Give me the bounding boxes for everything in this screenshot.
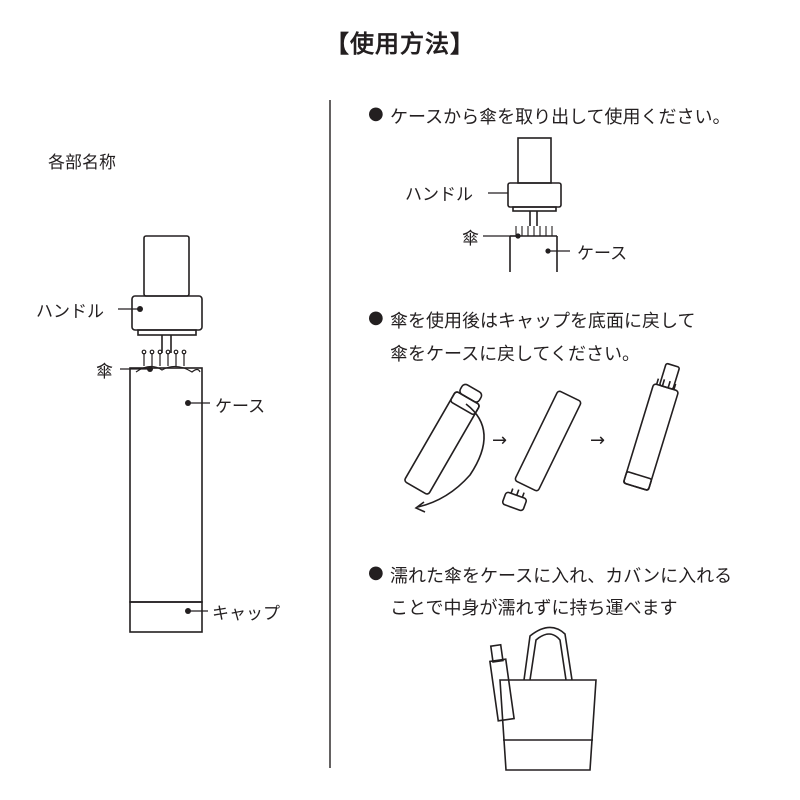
step1-case-label: ケース: [577, 244, 628, 264]
step1-handle-knob: [517, 137, 552, 184]
step1-text: ケースから傘を取り出して使用ください。: [390, 107, 731, 128]
step2-rotate-arrow: [417, 403, 485, 508]
leader-dots: [137, 306, 191, 614]
step1-case-body: [509, 235, 558, 272]
step2-text-line2: 傘をケースに戻してください。: [390, 344, 641, 365]
step1-illustration: [483, 137, 570, 272]
step1-bullet: ●: [368, 103, 384, 124]
step2-bullet: ●: [368, 307, 384, 328]
step2-arrow-1: →: [492, 430, 508, 451]
step2-illustration-1: [404, 383, 483, 495]
step1-umbrella-label: 傘: [462, 229, 479, 249]
parts-heading: 各部名称: [48, 153, 116, 173]
umbrella-tips: [135, 349, 201, 373]
step3-text-line1: 濡れた傘をケースに入れ、カバンに入れる: [390, 566, 733, 587]
bag-body: [499, 679, 597, 771]
step3-tote-bag: [488, 626, 597, 771]
step2-cap: [501, 488, 528, 512]
umbrella-label: 傘: [96, 362, 113, 382]
handle-collar-ring: [137, 329, 197, 336]
step3-bullet: ●: [368, 562, 384, 583]
step3-text-line2: ことで中身が濡れずに持ち運べます: [390, 598, 678, 619]
step2-arrow-2: →: [590, 430, 606, 451]
step2-illustration-3: [623, 362, 680, 491]
page-title: 【使用方法】: [325, 30, 475, 58]
cap: [129, 601, 203, 633]
handle-collar: [131, 295, 203, 331]
cap-label: キャップ: [212, 604, 280, 624]
case-label: ケース: [215, 397, 266, 417]
handle-knob: [143, 235, 190, 297]
step2-text-line1: 傘を使用後はキャップを底面に戻して: [390, 311, 696, 332]
bag-handle: [523, 626, 573, 681]
step2-illustration-2: [514, 390, 582, 492]
bag-umbrella-case: [488, 658, 516, 722]
step1-handle-collar: [507, 182, 562, 208]
handle-label: ハンドル: [36, 302, 104, 322]
umbrella-case-diagram: [118, 235, 210, 633]
step1-handle-label: ハンドル: [405, 185, 473, 205]
